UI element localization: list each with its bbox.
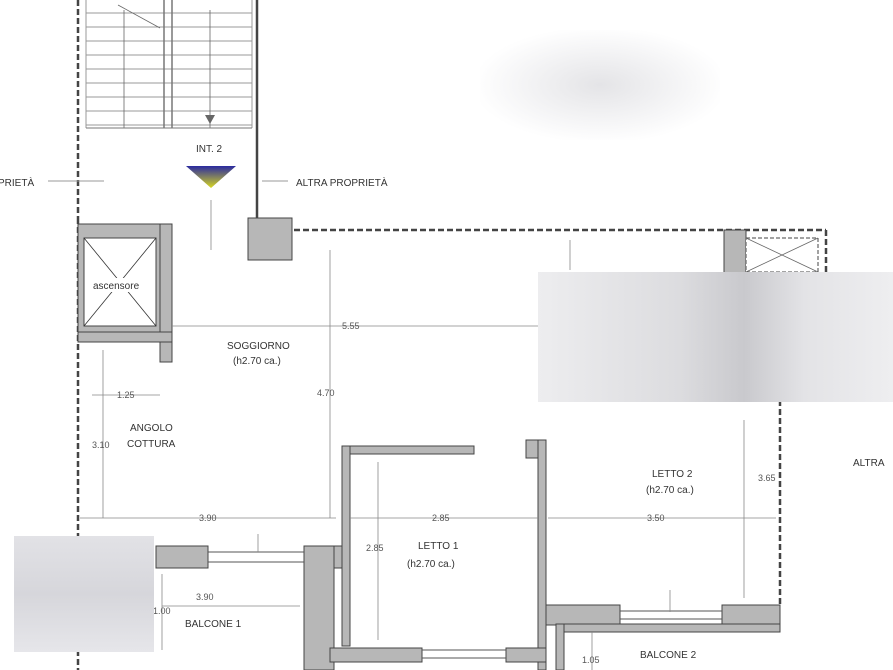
- bedroom-1-label: LETTO 1: [418, 541, 459, 552]
- dim-living-depth: 4.70: [317, 388, 335, 398]
- dim-living-width: 5.55: [342, 321, 360, 331]
- dim-bedroom-2-depth: 3.65: [758, 473, 776, 483]
- dimension-lines: [80, 240, 776, 670]
- bedroom-2-label: LETTO 2: [652, 469, 693, 480]
- dim-balcony-2-depth: 1.05: [582, 655, 600, 665]
- dim-left-width: 3.90: [199, 513, 217, 523]
- balcony-1-label: BALCONE 1: [185, 619, 242, 630]
- blurred-region-right: [538, 272, 893, 402]
- elevator-label: ascensore: [93, 281, 140, 292]
- shaft-right: [745, 237, 819, 273]
- blurred-region-bottom-left: [14, 536, 154, 652]
- entrance-label: INT. 2: [196, 144, 223, 155]
- interior-walls: [77, 217, 781, 670]
- property-label-right: ALTRA PROPRIETÀ: [296, 176, 388, 189]
- bedroom-2-height: (h2.70 ca.): [646, 485, 694, 496]
- elevator-shaft: [77, 223, 173, 333]
- dim-kitchen-width: 1.25: [117, 390, 135, 400]
- property-label-left: PRIETÀ: [0, 176, 34, 189]
- living-room-label: SOGGIORNO: [227, 341, 290, 352]
- dim-bedroom-1-depth: 2.85: [366, 543, 384, 553]
- dim-bedroom-1-width: 2.85: [432, 513, 450, 523]
- dim-balcony-1-depth: 1.00: [153, 606, 171, 616]
- property-label-far-right: ALTRA: [853, 458, 885, 469]
- balcony-2-label: BALCONE 2: [640, 650, 697, 661]
- dim-bedroom-2-width: 3.50: [647, 513, 665, 523]
- staircase: [76, 0, 259, 218]
- blurred-region-top: [480, 30, 720, 140]
- kitchen-label-line1: ANGOLO: [130, 423, 173, 434]
- dim-kitchen-depth: 3.10: [92, 440, 110, 450]
- entrance-arrow-icon: [186, 166, 236, 188]
- windows: [208, 534, 722, 659]
- living-room-height: (h2.70 ca.): [233, 356, 281, 367]
- dim-balcony-1-width: 3.90: [196, 592, 214, 602]
- bedroom-1-height: (h2.70 ca.): [407, 559, 455, 570]
- kitchen-label-line2: COTTURA: [127, 439, 176, 450]
